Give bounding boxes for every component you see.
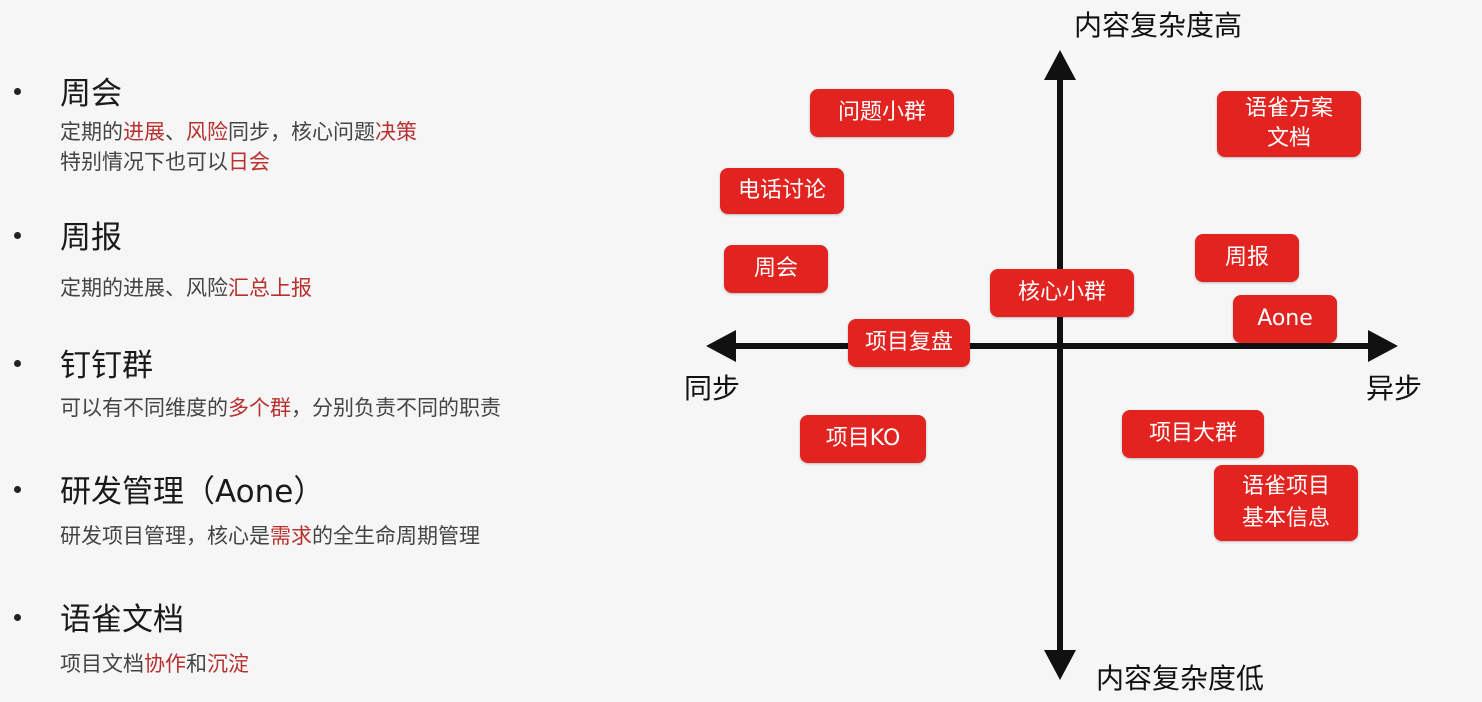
bullet bbox=[14, 232, 21, 239]
highlight-text: 多个群 bbox=[228, 396, 291, 420]
node-hexin-xiaoqun: 核心小群 bbox=[990, 269, 1134, 317]
node-label: 语雀项目 bbox=[1241, 474, 1330, 499]
node-label: 项目大群 bbox=[1148, 421, 1237, 446]
plain-text: 项目文档 bbox=[60, 652, 144, 676]
list-item-desc: 特别情况下也可以日会 bbox=[60, 148, 270, 176]
list-item-title: 研发管理（Aone） bbox=[60, 474, 325, 510]
list-item-desc: 项目文档协作和沉淀 bbox=[60, 650, 249, 678]
highlight-text: 进展 bbox=[123, 120, 165, 144]
list-item-desc: 研发项目管理，核心是需求的全生命周期管理 bbox=[60, 522, 480, 550]
plain-text: ，分别负责不同的职责 bbox=[291, 396, 501, 420]
plain-text: 和 bbox=[186, 652, 207, 676]
plain-text: 定期的进展、风险 bbox=[60, 276, 228, 300]
node-zhoubao: 周报 bbox=[1195, 234, 1299, 282]
plain-text: 特别情况下也可以 bbox=[60, 150, 228, 174]
node-label: 电话讨论 bbox=[737, 178, 826, 203]
highlight-text: 日会 bbox=[228, 150, 270, 174]
node-yuque-xiangmu-xinxi: 语雀项目基本信息 bbox=[1214, 465, 1358, 541]
bullet bbox=[14, 486, 21, 493]
arrow-up bbox=[1044, 50, 1076, 80]
axis-label-right: 异步 bbox=[1366, 372, 1423, 405]
left-list: 周会 定期的进展、风险同步，核心问题决策 特别情况下也可以日会 周报 定期的进展… bbox=[0, 0, 680, 702]
bullet bbox=[14, 360, 21, 367]
plain-text: 定期的 bbox=[60, 120, 123, 144]
node-label: 问题小群 bbox=[837, 100, 926, 125]
axis-label-top: 内容复杂度高 bbox=[1074, 9, 1243, 42]
node-label: 项目复盘 bbox=[864, 330, 953, 355]
highlight-text: 沉淀 bbox=[207, 652, 249, 676]
list-item-title: 钉钉群 bbox=[60, 348, 153, 384]
highlight-text: 汇总上报 bbox=[228, 276, 312, 300]
list-item-title: 周报 bbox=[60, 220, 122, 256]
arrow-down bbox=[1044, 650, 1076, 680]
node-label: 项目KO bbox=[825, 426, 901, 451]
axis-label-bottom: 内容复杂度低 bbox=[1096, 662, 1265, 695]
arrow-right bbox=[1368, 330, 1398, 362]
node-label: 语雀方案 bbox=[1244, 96, 1333, 121]
list-item-desc: 定期的进展、风险汇总上报 bbox=[60, 274, 312, 302]
node-zhouhui: 周会 bbox=[724, 245, 828, 293]
bullet bbox=[14, 614, 21, 621]
node-label: 基本信息 bbox=[1241, 506, 1330, 531]
node-label: 周报 bbox=[1224, 245, 1269, 270]
plain-text: 、 bbox=[165, 120, 186, 144]
list-item-desc: 定期的进展、风险同步，核心问题决策 bbox=[60, 118, 417, 146]
node-label: 周会 bbox=[753, 256, 798, 281]
node-wenti-xiaoqun: 问题小群 bbox=[810, 89, 954, 137]
axis-label-left: 同步 bbox=[684, 372, 741, 405]
list-item-title: 周会 bbox=[60, 76, 122, 112]
plain-text: 同步，核心问题 bbox=[228, 120, 375, 144]
node-label: 文档 bbox=[1266, 126, 1311, 151]
node-xiangmu-ko: 项目KO bbox=[800, 415, 926, 463]
highlight-text: 决策 bbox=[375, 120, 417, 144]
arrow-left bbox=[706, 330, 736, 362]
node-yuque-fangan-wendang: 语雀方案文档 bbox=[1217, 91, 1361, 157]
node-label: Aone bbox=[1257, 306, 1313, 331]
node-dianhua-taolun: 电话讨论 bbox=[720, 168, 844, 214]
plain-text: 可以有不同维度的 bbox=[60, 396, 228, 420]
bullet bbox=[14, 88, 21, 95]
node-xiangmu-fupan: 项目复盘 bbox=[848, 319, 970, 367]
node-label: 核心小群 bbox=[1017, 280, 1106, 305]
plain-text: 的全生命周期管理 bbox=[312, 524, 480, 548]
plain-text: 研发项目管理，核心是 bbox=[60, 524, 270, 548]
list-item-title: 语雀文档 bbox=[60, 602, 184, 638]
highlight-text: 需求 bbox=[270, 524, 312, 548]
node-aone: Aone bbox=[1233, 295, 1337, 343]
list-item-desc: 可以有不同维度的多个群，分别负责不同的职责 bbox=[60, 394, 501, 422]
highlight-text: 协作 bbox=[144, 652, 186, 676]
highlight-text: 风险 bbox=[186, 120, 228, 144]
node-xiangmu-daqun: 项目大群 bbox=[1122, 410, 1264, 458]
